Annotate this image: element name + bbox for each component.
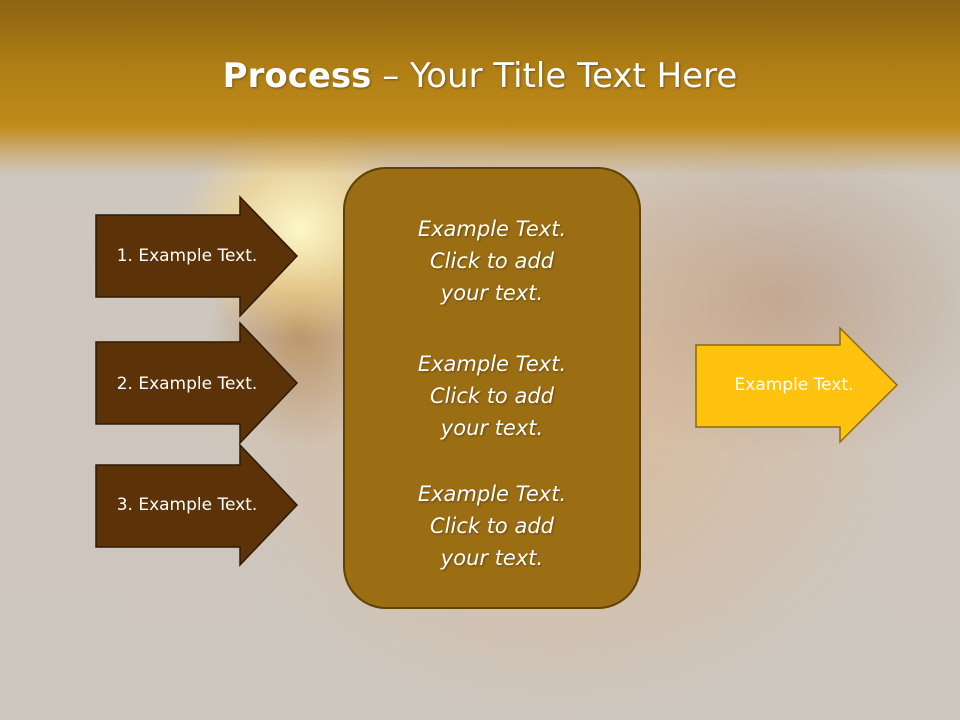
title-bold: Process (222, 56, 372, 96)
center-block-3-line2: Click to add (429, 514, 554, 538)
center-block-3-line1: Example Text. (417, 482, 567, 506)
left-arrow-3[interactable] (95, 443, 299, 567)
center-block-2-line2: Click to add (429, 384, 554, 408)
center-block-2-line1: Example Text. (417, 352, 567, 376)
right-arrow-label: Example Text. (734, 375, 854, 395)
center-block-3-line3: your text. (440, 546, 544, 570)
center-text-block-1[interactable]: Example Text. Click to add your text. (344, 213, 640, 309)
center-block-1-line3: your text. (440, 281, 544, 305)
center-block-1-line2: Click to add (429, 249, 554, 273)
center-box[interactable] (343, 167, 641, 609)
right-arrow[interactable] (695, 326, 899, 444)
title-banner (0, 0, 960, 175)
center-text-block-2[interactable]: Example Text. Click to add your text. (344, 348, 640, 444)
center-block-2-line3: your text. (440, 416, 544, 440)
title-dash: – (371, 56, 411, 96)
slide-title[interactable]: Process – Your Title Text Here (0, 54, 960, 98)
left-arrow-2-label: 2. Example Text. (116, 374, 258, 394)
left-arrow-1-label: 1. Example Text. (116, 246, 258, 266)
title-rest: Your Title Text Here (410, 56, 738, 96)
left-arrow-3-label: 3. Example Text. (116, 495, 258, 515)
left-arrow-1[interactable] (95, 195, 299, 318)
center-block-1-line1: Example Text. (417, 217, 567, 241)
center-text-block-3[interactable]: Example Text. Click to add your text. (344, 478, 640, 574)
left-arrow-2[interactable] (95, 321, 299, 445)
